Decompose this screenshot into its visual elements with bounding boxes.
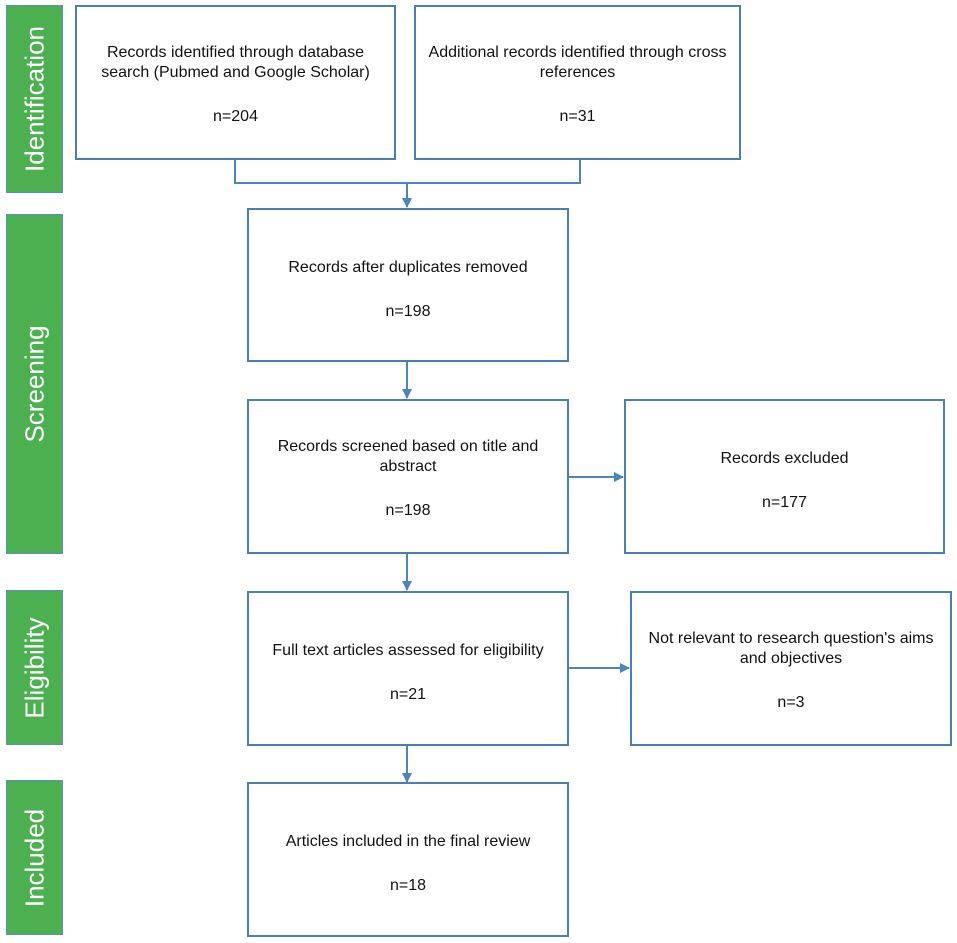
box-records-screened: Records screened based on title and abst… — [247, 399, 569, 554]
box-full-text-assessed: Full text articles assessed for eligibil… — [247, 591, 569, 746]
box-full-text-assessed-count: n=21 — [389, 686, 427, 703]
box-cross-references: Additional records identified through cr… — [414, 5, 741, 160]
box-records-screened-label: Records screened based on title and abst… — [277, 438, 539, 475]
box-not-relevant: Not relevant to research question's aims… — [630, 591, 952, 746]
box-records-excluded-count: n=177 — [762, 494, 807, 511]
stage-identification: Identification — [6, 5, 63, 193]
box-full-text-assessed-label: Full text articles assessed for eligibil… — [272, 642, 544, 659]
box-records-screened-count: n=198 — [385, 502, 431, 519]
box-not-relevant-label: Not relevant to research question's aims… — [648, 630, 934, 667]
box-cross-references-label: Additional records identified through cr… — [428, 44, 727, 81]
merge-line — [234, 159, 581, 184]
box-records-excluded: Records excluded n=177 — [624, 399, 945, 554]
box-duplicates-removed-count: n=198 — [385, 303, 431, 320]
box-cross-references-count: n=31 — [559, 108, 596, 125]
box-database-search: Records identified through database sear… — [75, 5, 396, 160]
box-articles-included-label: Articles included in the final review — [285, 833, 531, 850]
box-database-search-count: n=204 — [213, 108, 258, 125]
box-database-search-label: Records identified through database sear… — [101, 44, 370, 81]
stage-eligibility: Eligibility — [6, 590, 63, 745]
box-records-excluded-label: Records excluded — [720, 450, 849, 467]
box-not-relevant-count: n=3 — [777, 694, 805, 711]
box-articles-included: Articles included in the final review n=… — [247, 782, 569, 937]
stage-screening: Screening — [6, 214, 63, 554]
box-duplicates-removed-label: Records after duplicates removed — [288, 259, 528, 276]
box-duplicates-removed: Records after duplicates removed n=198 — [247, 208, 569, 362]
box-articles-included-count: n=18 — [389, 877, 427, 894]
stage-included: Included — [6, 780, 63, 935]
